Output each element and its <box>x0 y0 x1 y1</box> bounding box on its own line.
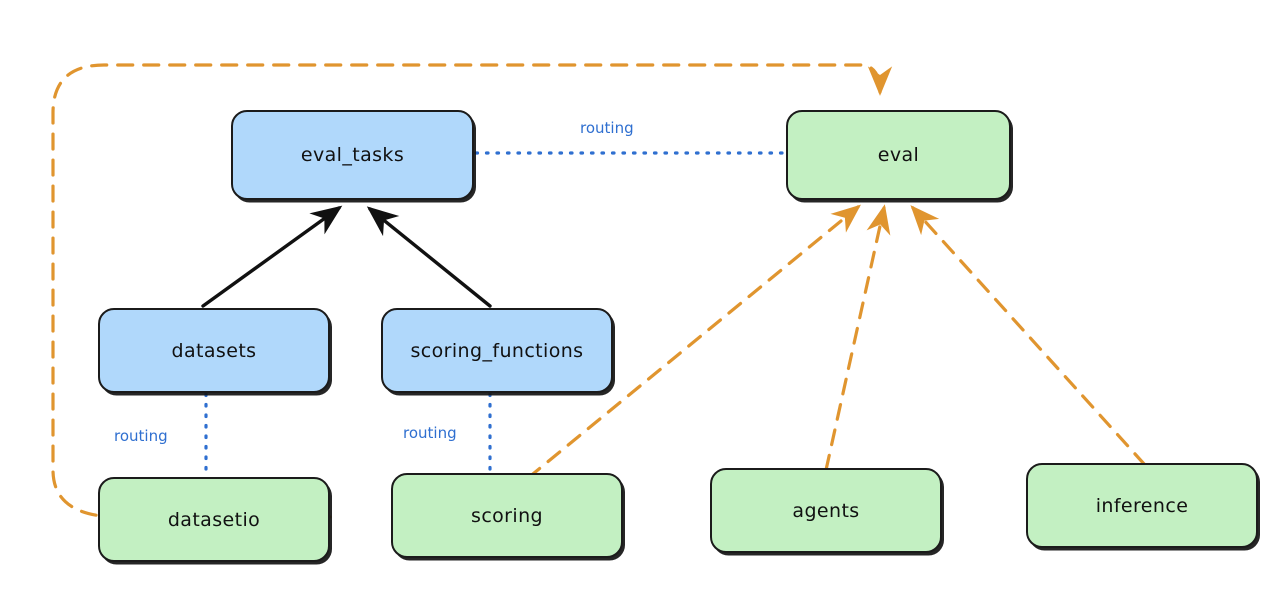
node-label: eval <box>877 144 920 166</box>
edge-datasetio-eval <box>51 63 893 519</box>
edge-label-routing-left: routing <box>111 427 171 445</box>
node-label: scoring <box>471 504 543 527</box>
edge-inference-eval <box>910 205 1147 467</box>
node-datasetio[interactable]: datasetio <box>98 477 330 562</box>
node-datasets[interactable]: datasets <box>98 308 330 393</box>
edge-agents-eval <box>824 204 891 472</box>
edge-datasets-eval_tasks <box>201 205 343 308</box>
edge-label-routing-top: routing <box>577 119 637 137</box>
node-label: datasetio <box>167 508 261 531</box>
node-agents[interactable]: agents <box>710 468 942 553</box>
node-label: inference <box>1095 494 1189 517</box>
edge-label-routing-middle: routing <box>400 424 460 442</box>
edge-scoring-eval <box>526 204 861 480</box>
node-label: eval_tasks <box>300 144 405 166</box>
edge-scoring_functions-eval_tasks <box>366 206 492 308</box>
node-scoring-functions[interactable]: scoring_functions <box>381 308 613 393</box>
node-label: agents <box>792 499 860 522</box>
node-scoring[interactable]: scoring <box>391 473 623 558</box>
node-eval-tasks[interactable]: eval_tasks <box>231 110 474 200</box>
node-eval[interactable]: eval <box>786 110 1011 200</box>
node-label: scoring_functions <box>410 339 584 362</box>
node-label: datasets <box>171 339 257 362</box>
node-inference[interactable]: inference <box>1026 463 1258 548</box>
